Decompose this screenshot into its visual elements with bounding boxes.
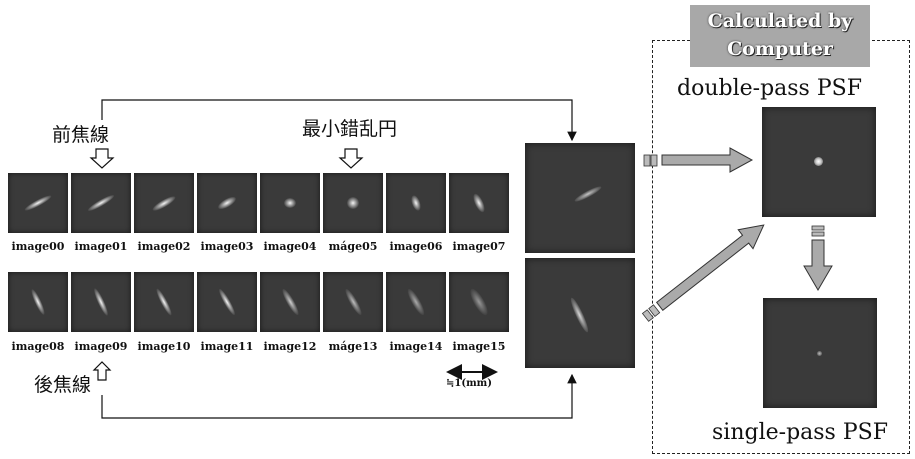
caption-image06: image06 [389, 240, 443, 253]
caption-image00: image00 [11, 240, 65, 253]
thumbnail-image03 [197, 173, 257, 233]
thumbnail-image06 [386, 173, 446, 233]
back-focal-line-label: 後焦線 [34, 374, 92, 396]
thumbnail-image04 [260, 173, 320, 233]
caption-image01: image01 [74, 240, 128, 253]
down-marker-1 [811, 225, 825, 231]
thumbnail-image10 [134, 272, 194, 332]
caption-image02: image02 [137, 240, 191, 253]
caption-image03: image03 [200, 240, 254, 253]
gray-arrow-diagonal [641, 224, 765, 322]
least-confusion-down-arrow [338, 148, 364, 169]
front-focal-line-label: 前焦線 [52, 124, 110, 146]
caption-image15: image15 [452, 340, 506, 353]
caption-image08: image08 [11, 340, 65, 353]
thumbnail-image01 [71, 173, 131, 233]
double-pass-psf-image [762, 107, 876, 217]
double-pass-psf-label: double-pass PSF [677, 76, 862, 101]
caption-image12: image12 [263, 340, 317, 353]
thumbnail-image11 [197, 272, 257, 332]
single-pass-psf-spot [817, 351, 822, 356]
top-small-marker-2 [650, 154, 658, 167]
calculated-by-computer-banner: Calculated by Computer [690, 5, 870, 67]
computer-text: Computer [727, 38, 833, 60]
caption-image13: máge13 [328, 340, 378, 353]
thumbnail-image14 [386, 272, 446, 332]
scale-label: ≒1(mm) [446, 378, 492, 389]
caption-image07: image07 [452, 240, 506, 253]
thumbnail-image12 [260, 272, 320, 332]
caption-image09: image09 [74, 340, 128, 353]
caption-image14: image14 [389, 340, 443, 353]
back-focal-up-arrow [92, 361, 112, 381]
caption-image04: image04 [263, 240, 317, 253]
thumbnail-image09 [71, 272, 131, 332]
caption-image11: image11 [200, 340, 254, 353]
bottom-connector-line [101, 373, 577, 419]
caption-image10: image10 [137, 340, 191, 353]
caption-image05: máge05 [328, 240, 378, 253]
thumbnail-image05 [323, 173, 383, 233]
thumbnail-image00 [8, 173, 68, 233]
enlarged-image-top [525, 143, 635, 253]
top-small-marker [643, 154, 651, 167]
down-marker-2 [811, 231, 825, 237]
thumbnail-image08 [8, 272, 68, 332]
front-focal-down-arrow [89, 148, 115, 169]
calculated-by-text: Calculated by [707, 10, 853, 32]
gray-arrow-down [803, 239, 833, 291]
single-pass-psf-image [763, 298, 877, 408]
double-pass-psf-spot [814, 157, 823, 166]
circle-least-confusion-label: 最小錯乱円 [302, 118, 398, 140]
enlarged-image-bottom [525, 258, 635, 368]
thumbnail-image02 [134, 173, 194, 233]
gray-arrow-right [661, 147, 754, 173]
single-pass-psf-label: single-pass PSF [712, 420, 888, 445]
thumbnail-image15 [449, 272, 509, 332]
thumbnail-image13 [323, 272, 383, 332]
thumbnail-image07 [449, 173, 509, 233]
top-connector-line [101, 99, 577, 142]
